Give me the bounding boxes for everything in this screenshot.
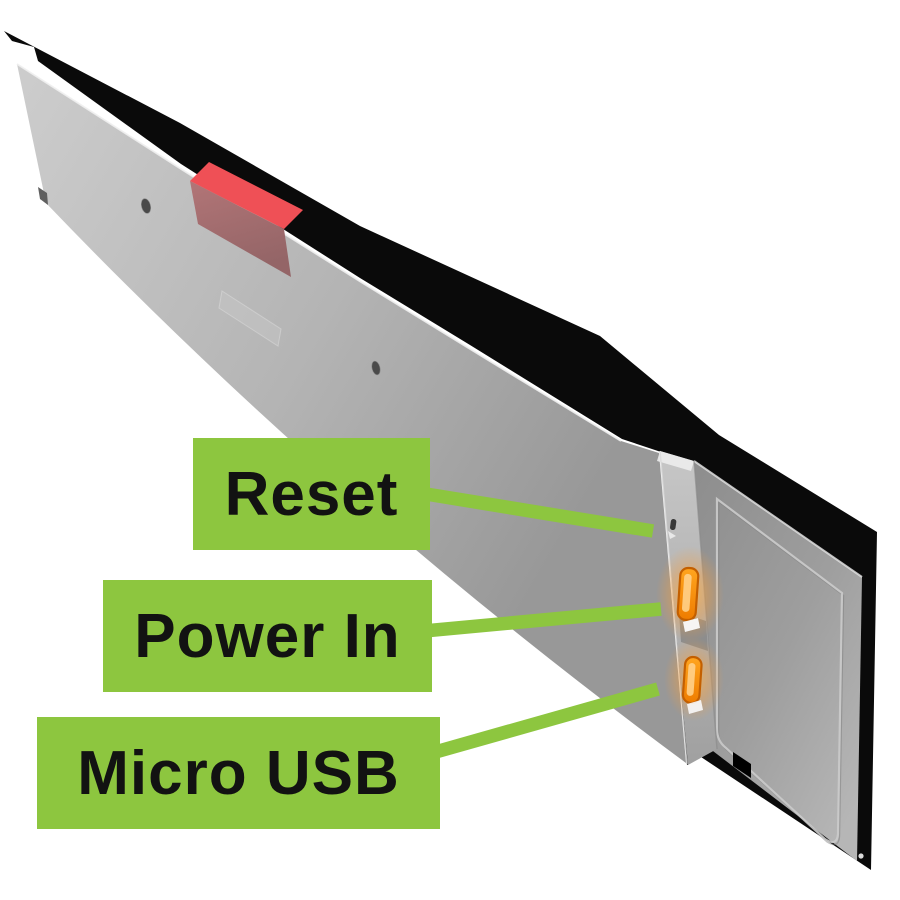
micro-usb-port-glint xyxy=(687,700,703,714)
end-cap-inset-line xyxy=(715,496,844,844)
reset-pinhole-glint xyxy=(668,531,676,539)
power-in-port-glint xyxy=(683,618,700,632)
screw-hole xyxy=(371,360,381,376)
callout-power-in: Power In xyxy=(103,580,432,692)
red-tab-top xyxy=(190,162,303,229)
screw-hole xyxy=(140,198,152,214)
micro-usb-port xyxy=(681,655,703,705)
callout-reset: Reset xyxy=(193,438,430,550)
panel-top-highlight xyxy=(16,63,622,442)
callout-micro-usb: Micro USB xyxy=(37,717,440,829)
power-in-port xyxy=(676,566,700,622)
end-cap-top-highlight xyxy=(693,460,863,578)
back-panel xyxy=(17,64,686,763)
label-recess xyxy=(218,290,282,347)
red-tab-front xyxy=(190,181,291,277)
mount-notch xyxy=(38,187,48,205)
reset-pinhole xyxy=(670,519,677,531)
connector-line-power-in xyxy=(423,602,662,638)
connector-line-reset xyxy=(418,486,655,538)
port-panel-top-highlight xyxy=(657,451,694,471)
connector-line-micro-usb xyxy=(430,682,660,760)
bottom-edge-notch xyxy=(733,752,751,778)
corner-screw xyxy=(858,853,864,859)
